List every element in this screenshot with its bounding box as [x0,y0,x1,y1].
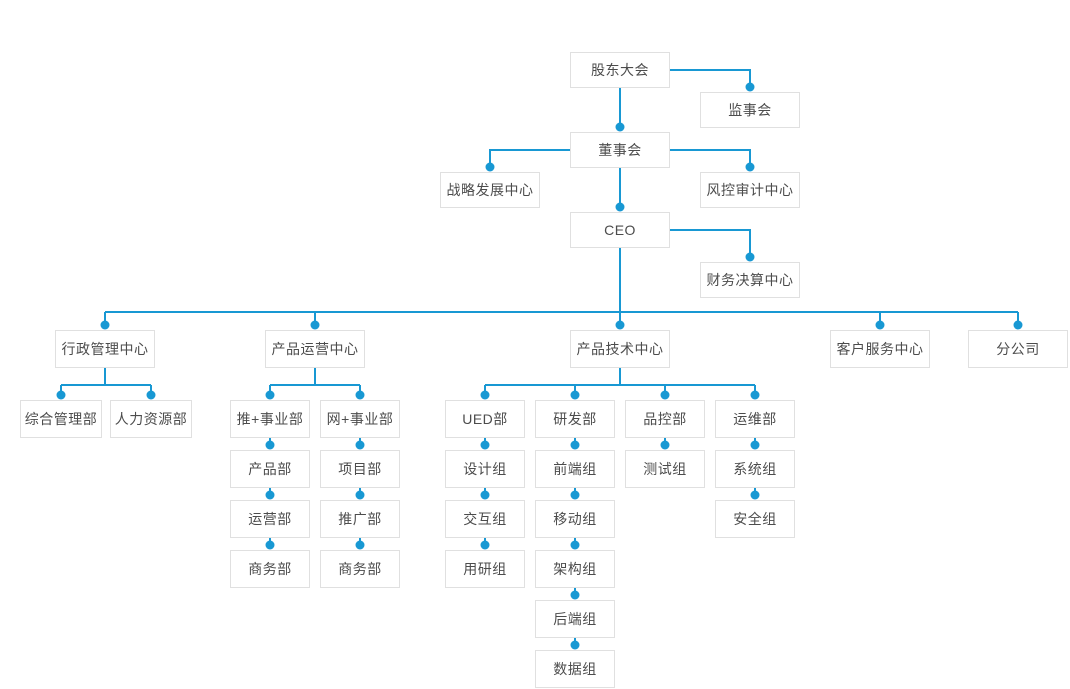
connector-dots [56,82,1023,650]
org-node-admin-management-center: 行政管理中心 [55,330,155,368]
org-node-customer-service-center: 客户服务中心 [830,330,930,368]
org-node-business-dept-left: 商务部 [230,550,310,588]
org-node-project-dept: 项目部 [320,450,400,488]
org-node-ued-dept: UED部 [445,400,525,438]
org-node-backend-group: 后端组 [535,600,615,638]
org-node-board-of-directors: 董事会 [570,132,670,168]
org-node-product-dept: 产品部 [230,450,310,488]
org-node-general-management-dept: 综合管理部 [20,400,102,438]
org-node-product-technology-center: 产品技术中心 [570,330,670,368]
org-node-architecture-group: 架构组 [535,550,615,588]
org-node-ceo: CEO [570,212,670,248]
org-node-wang-plus-business-dept: 网+事业部 [320,400,400,438]
org-node-user-research-group: 用研组 [445,550,525,588]
org-node-branch-company: 分公司 [968,330,1068,368]
org-node-shareholders-meeting: 股东大会 [570,52,670,88]
org-node-system-group: 系统组 [715,450,795,488]
org-node-risk-audit-center: 风控审计中心 [700,172,800,208]
org-node-interaction-group: 交互组 [445,500,525,538]
org-node-human-resources-dept: 人力资源部 [110,400,192,438]
org-node-frontend-group: 前端组 [535,450,615,488]
org-node-tui-plus-business-dept: 推+事业部 [230,400,310,438]
org-node-testing-group: 测试组 [625,450,705,488]
org-node-strategy-development-center: 战略发展中心 [440,172,540,208]
org-node-ops-maintenance-dept: 运维部 [715,400,795,438]
org-node-promotion-dept: 推广部 [320,500,400,538]
org-node-product-operation-center: 产品运营中心 [265,330,365,368]
org-node-quality-control-dept: 品控部 [625,400,705,438]
org-node-operation-dept: 运营部 [230,500,310,538]
org-node-finance-settlement-center: 财务决算中心 [700,262,800,298]
org-node-security-group: 安全组 [715,500,795,538]
org-node-design-group: 设计组 [445,450,525,488]
org-node-data-group: 数据组 [535,650,615,688]
org-node-supervisory-board: 监事会 [700,92,800,128]
org-node-business-dept-right: 商务部 [320,550,400,588]
org-node-rd-dept: 研发部 [535,400,615,438]
org-node-mobile-group: 移动组 [535,500,615,538]
